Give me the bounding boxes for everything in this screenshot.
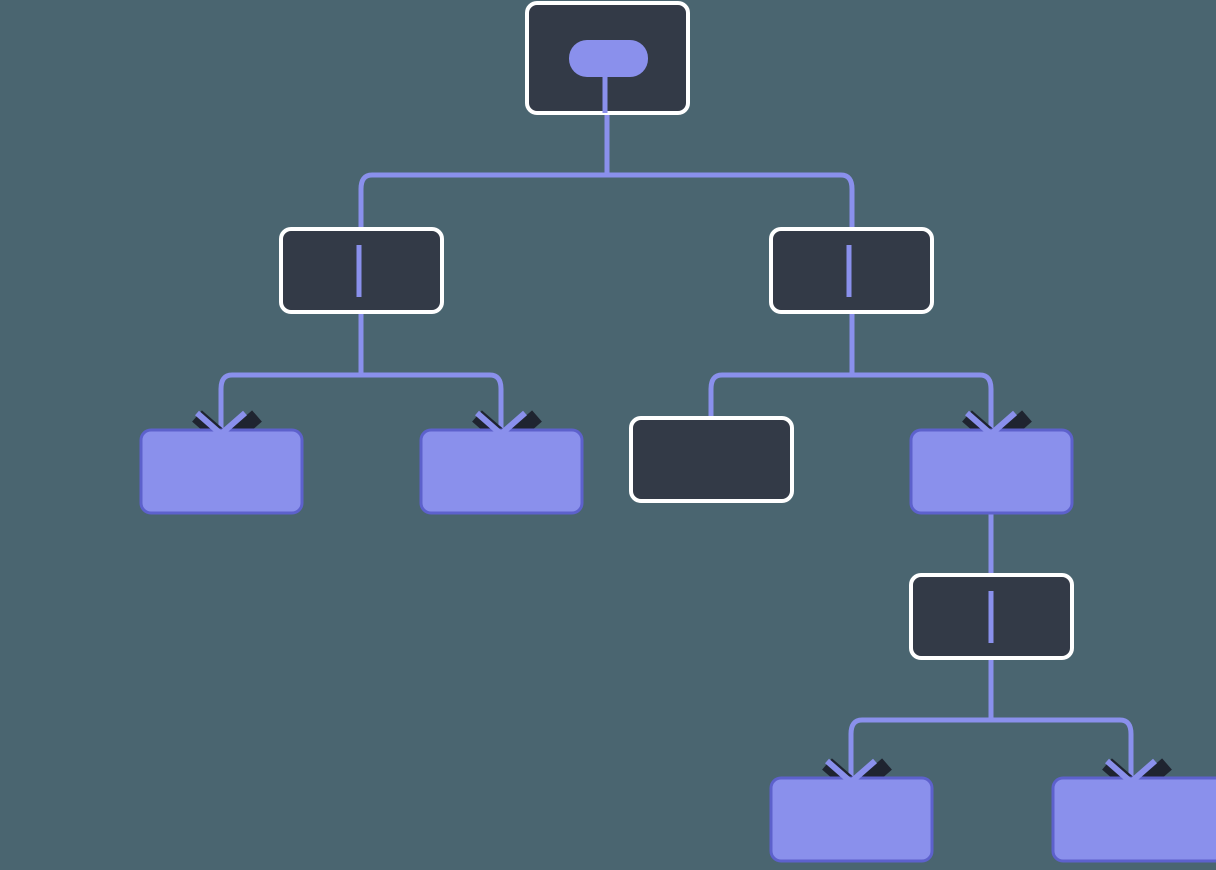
- edge-level4-to-leaf6[interactable]: [991, 717, 1134, 780]
- node-inner-line-layer: [356, 58, 994, 643]
- purple-node-box[interactable]: [419, 428, 584, 515]
- purple-node-box[interactable]: [1051, 776, 1216, 863]
- edge-right-to-branch4[interactable]: [852, 372, 994, 432]
- pill-marker: [569, 40, 648, 77]
- edge-left-to-leaf2[interactable]: [361, 372, 504, 432]
- leaf-node-5[interactable]: [769, 776, 934, 863]
- arrowhead-chevron: [825, 758, 877, 786]
- node-layer: [139, 1, 1216, 863]
- connector-layer: [218, 40, 1134, 780]
- edge-root-to-left[interactable]: [358, 172, 607, 312]
- purple-node-box[interactable]: [769, 776, 934, 863]
- dark-node-box[interactable]: [629, 416, 794, 503]
- arrowhead: [965, 410, 1017, 438]
- arrowhead-chevron: [1105, 758, 1157, 786]
- purple-node-box[interactable]: [909, 428, 1074, 515]
- purple-node-box[interactable]: [139, 428, 304, 515]
- arrowhead-chevron: [475, 410, 527, 438]
- leaf-node-6[interactable]: [1051, 776, 1216, 863]
- arrowhead: [1105, 758, 1157, 786]
- arrowhead-layer: [195, 410, 1157, 786]
- dark-leaf-node-3[interactable]: [629, 416, 794, 503]
- branch-node-4[interactable]: [909, 428, 1074, 515]
- arrowhead: [825, 758, 877, 786]
- edge-root-to-right[interactable]: [607, 172, 855, 312]
- leaf-node-1[interactable]: [139, 428, 304, 515]
- edge-left-to-leaf1[interactable]: [218, 245, 364, 432]
- leaf-node-2[interactable]: [419, 428, 584, 515]
- edge-right-to-leaf3[interactable]: [708, 245, 855, 418]
- edge-level4-to-leaf5[interactable]: [848, 591, 994, 780]
- arrowhead: [475, 410, 527, 438]
- arrowhead-chevron: [965, 410, 1017, 438]
- arrowhead-chevron: [195, 410, 247, 438]
- arrowhead: [195, 410, 247, 438]
